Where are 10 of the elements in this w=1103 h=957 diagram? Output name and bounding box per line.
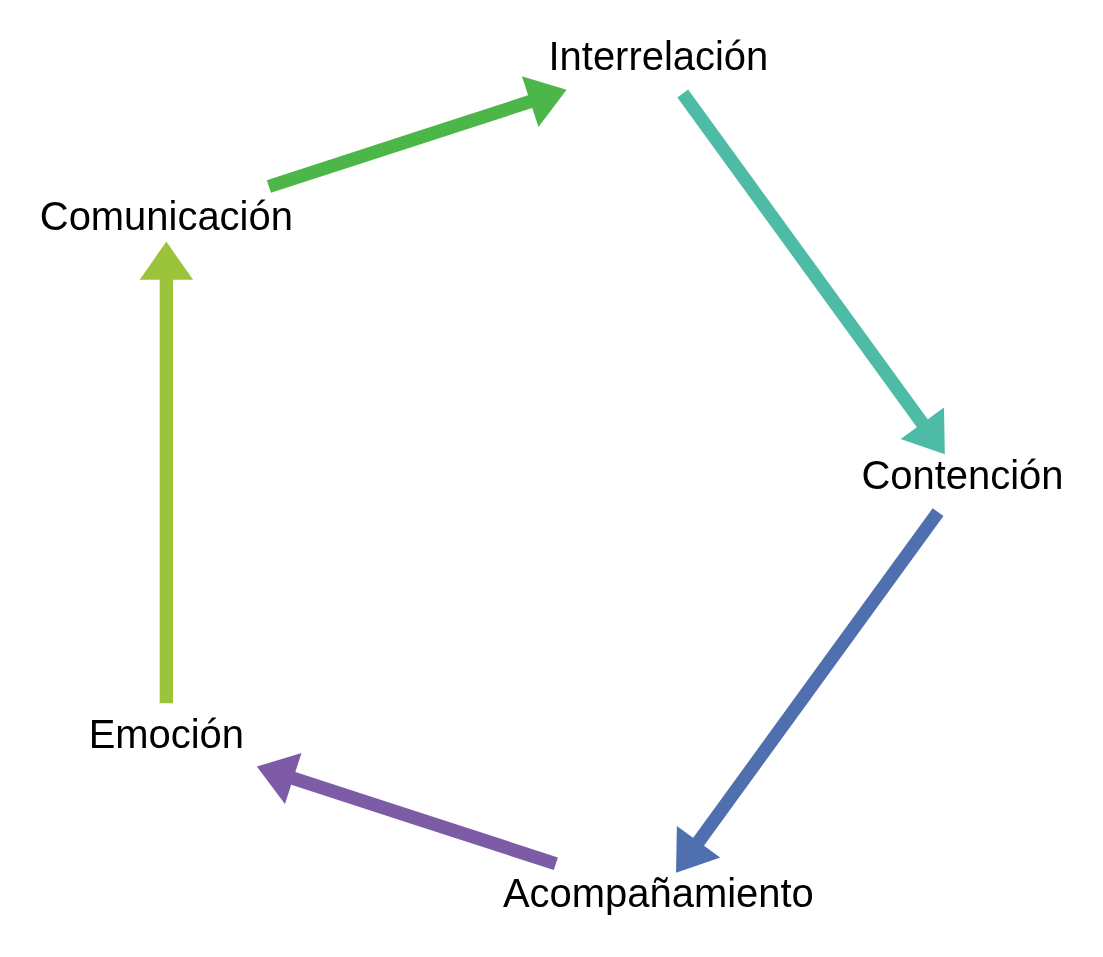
arrow xyxy=(266,76,567,193)
node-text: Acompañamiento xyxy=(502,871,814,916)
node-text: Interrelación xyxy=(548,34,769,79)
node-text: Contención xyxy=(861,452,1064,497)
arrow xyxy=(677,89,945,455)
arrow xyxy=(676,508,944,873)
arrow xyxy=(256,752,558,871)
node-text: Emoción xyxy=(88,711,245,756)
node-text: Comunicación xyxy=(39,194,293,239)
arrow xyxy=(139,241,194,704)
